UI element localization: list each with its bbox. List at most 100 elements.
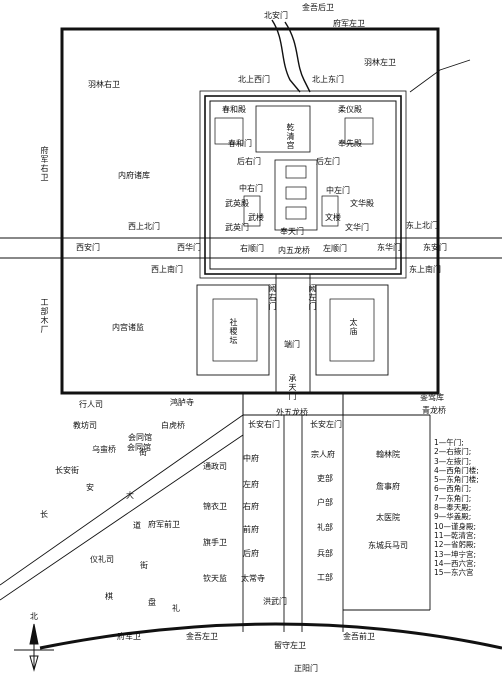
legend-item: 15—东六宫: [434, 568, 474, 578]
label-qishou-wei: 旗手卫: [203, 538, 227, 547]
label-wuying-dian: 武英殿: [225, 199, 249, 208]
label-neifu-zhuku: 内府诸库: [118, 171, 150, 180]
label-xingren-si: 行人司: [79, 400, 103, 409]
label-xihua-men: 西华门: [177, 243, 201, 252]
label-que-youmen: 阙右门: [268, 284, 277, 311]
label-houyou-men: 后右门: [237, 157, 261, 166]
label-jinwu-qianwei: 金吾前卫: [343, 632, 375, 641]
label-chengtian-men: 承天门: [288, 374, 297, 401]
label-jinwu-houwei: 金吾后卫: [302, 3, 334, 12]
label-xian-men: 西安门: [76, 243, 100, 252]
label-que-zuomen: 阙左门: [308, 284, 317, 311]
label-qianfu: 前府: [243, 525, 259, 534]
label-jie2: 街: [140, 561, 148, 570]
label-hongluo-si: 鸿胪寺: [170, 398, 194, 407]
legend-item: 11—乾清宫;: [434, 530, 477, 540]
label-tan: 棋: [105, 592, 113, 601]
label-baihu-qiao: 白虎桥: [161, 421, 185, 430]
legend-item: 6—西角门;: [434, 484, 472, 494]
label-hanlin-yuan: 翰林院: [376, 450, 400, 459]
label-bingbu: 兵部: [317, 549, 333, 558]
legend-item: 13—坤宁宫;: [434, 549, 477, 559]
label-jinwu-zuowei: 金吾左卫: [186, 632, 218, 641]
label-wenlou: 文楼: [325, 213, 341, 222]
label-zhongyou-men: 中右门: [239, 184, 263, 193]
label-xishang-nanmen: 西上南门: [151, 265, 183, 274]
label-wulou: 武楼: [248, 213, 264, 222]
north-label: 北: [30, 612, 38, 621]
label-xishang-beimen: 西上北门: [128, 222, 160, 231]
label-youshun-men: 右顺门: [240, 244, 264, 253]
north-arrow-icon: [14, 623, 54, 672]
legend-item: 14—西六宫;: [434, 558, 477, 568]
label-yulin-zuowei: 羽林左卫: [364, 58, 396, 67]
label-an: 安: [86, 483, 94, 492]
label-jinyi-wei: 锦衣卫: [203, 502, 227, 511]
label-pan: 盘: [148, 598, 156, 607]
label-fengxian-dian: 奉先殿: [338, 139, 362, 148]
label-dongshang-beimen: 东上北门: [406, 221, 438, 230]
label-zhongzuo-men: 中左门: [326, 186, 350, 195]
legend-item: 2—右掖门;: [434, 447, 472, 457]
label-taiyi-yuan: 太医院: [376, 513, 400, 522]
label-wenhua-dian: 文华殿: [350, 199, 374, 208]
label-dongcheng-bingmasi: 东城兵马司: [368, 541, 408, 550]
label-gongbu-muchang: 工部木厂: [40, 298, 49, 334]
label-gongbu: 工部: [317, 573, 333, 582]
label-fengtian-men: 奉天门: [280, 227, 304, 236]
label-duan-men: 端门: [284, 340, 300, 349]
label-taichang-si: 太常寺: [241, 574, 265, 583]
label-jie1: 街: [139, 448, 147, 457]
label-rouyi-dian: 柔仪殿: [338, 105, 362, 114]
label-neiwulong-qiao: 内五龙桥: [278, 246, 310, 255]
label-zhongfu: 中府: [243, 454, 259, 463]
label-dao: 道: [133, 521, 141, 530]
legend-item: 12—省躬殿;: [434, 540, 477, 550]
legend-item: 9—华盖殿;: [434, 512, 472, 522]
label-huitong-guan: 会同馆: [128, 433, 152, 442]
label-yilisi: 仪礼司: [90, 555, 114, 564]
label-changan-youmen: 长安右门: [248, 420, 280, 429]
taimiao-enclosure: [315, 284, 389, 376]
label-hubu: 户部: [317, 498, 333, 507]
legend-item: 1—午门;: [434, 438, 464, 447]
label-wuying-men: 武英门: [225, 223, 249, 232]
label-jiaofang-si: 教坊司: [73, 421, 97, 430]
label-liushou-zuowei: 留守左卫: [274, 641, 306, 650]
label-wenhua-men: 文华门: [345, 223, 369, 232]
label-yulin-youwei: 羽林右卫: [88, 80, 120, 89]
label-dongan-men: 东安门: [423, 243, 447, 252]
legend-item: 5—东角门楼;: [434, 475, 479, 485]
palace-moat: [199, 90, 407, 279]
legend-item: 8—奉天殿;: [434, 503, 472, 513]
label-fujun-wei: 府军卫: [117, 632, 141, 641]
label-beishang-dongmen: 北上东门: [312, 75, 344, 84]
label-zongren-fu: 宗人府: [311, 450, 335, 459]
label-qintianjian: 钦天监: [203, 574, 227, 583]
label-sheji-tan: 社稷坛: [229, 318, 238, 345]
label-chunhe-men: 春和门: [228, 139, 252, 148]
sheji-altar-enclosure: [196, 284, 270, 376]
label-beishang-ximen: 北上西门: [238, 75, 270, 84]
south-city-arc: [39, 622, 502, 650]
label-beian-men: 北安门: [264, 11, 288, 20]
label-youfu: 右府: [243, 502, 259, 511]
south-axis-enclosure: [242, 392, 344, 416]
legend-item: 7—东角门;: [434, 493, 472, 503]
label-luanjia-ku: 銮驾库: [420, 393, 444, 402]
label-wumanqiao: 乌蛮桥: [92, 445, 116, 454]
label-houfu: 后府: [243, 549, 259, 558]
label-qianqing-gong: 乾清宫: [286, 123, 295, 150]
label-chang: 长: [40, 510, 48, 519]
label-libu2: 礼部: [317, 523, 333, 532]
label-da: 大: [126, 491, 134, 500]
label-fujun-zuowei: 府军左卫: [333, 19, 365, 28]
label-donghua-men: 东华门: [377, 243, 401, 252]
label-li: 礼: [172, 604, 180, 613]
label-changan-jie: 长安街: [55, 466, 79, 475]
label-fujun-qianwei: 府军前卫: [148, 520, 180, 529]
label-zhanshi-fu: 詹事府: [376, 482, 400, 491]
palace-city-wall-outer: [204, 95, 402, 275]
